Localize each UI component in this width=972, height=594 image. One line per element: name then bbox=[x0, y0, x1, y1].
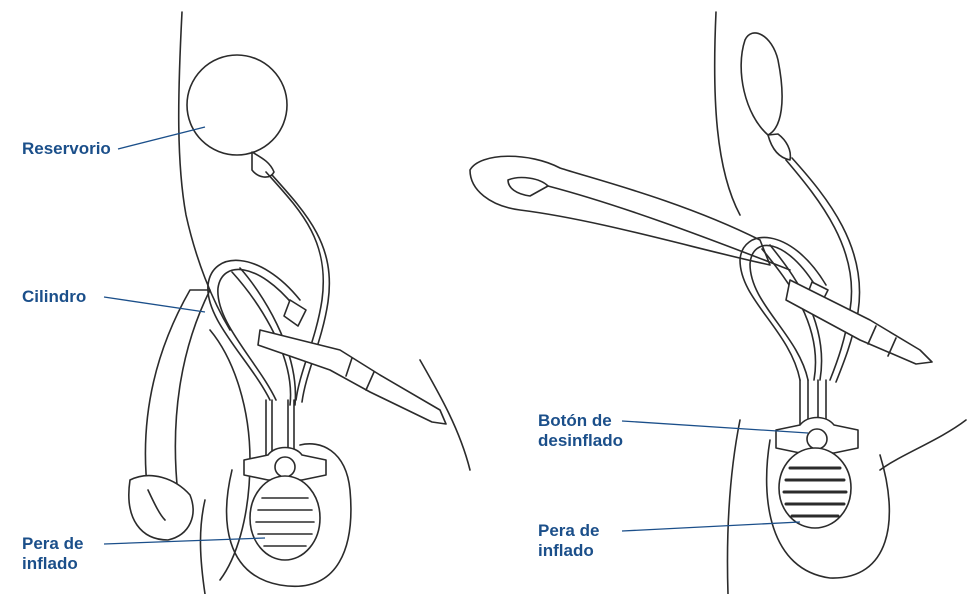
label-reservoir: Reservorio bbox=[22, 139, 111, 159]
leader-left-pump bbox=[104, 538, 265, 544]
left-tubing bbox=[208, 260, 306, 405]
left-cylinder-tip bbox=[258, 330, 446, 424]
right-leg-outline bbox=[880, 420, 966, 470]
label-right-pump-line1: Pera de bbox=[538, 521, 599, 541]
left-cylinder bbox=[129, 290, 250, 580]
leader-reservoir bbox=[118, 127, 205, 149]
label-left-pump-line1: Pera de bbox=[22, 534, 83, 554]
label-cylinder: Cilindro bbox=[22, 287, 86, 307]
label-deflate-button: Botón de desinflado bbox=[538, 411, 623, 451]
right-pump bbox=[776, 380, 858, 528]
right-figure bbox=[470, 12, 966, 594]
label-right-pump-line2: inflado bbox=[538, 541, 599, 561]
label-left-pump: Pera de inflado bbox=[22, 534, 83, 574]
label-deflate-line1: Botón de bbox=[538, 411, 623, 431]
leader-deflate bbox=[622, 421, 808, 433]
label-deflate-line2: desinflado bbox=[538, 431, 623, 451]
left-figure bbox=[129, 12, 470, 594]
left-pump bbox=[244, 400, 326, 560]
right-thigh-outline bbox=[728, 420, 741, 594]
right-body-outline bbox=[715, 12, 740, 215]
label-left-pump-line2: inflado bbox=[22, 554, 83, 574]
left-thigh-outline bbox=[200, 500, 205, 594]
label-right-pump: Pera de inflado bbox=[538, 521, 599, 561]
